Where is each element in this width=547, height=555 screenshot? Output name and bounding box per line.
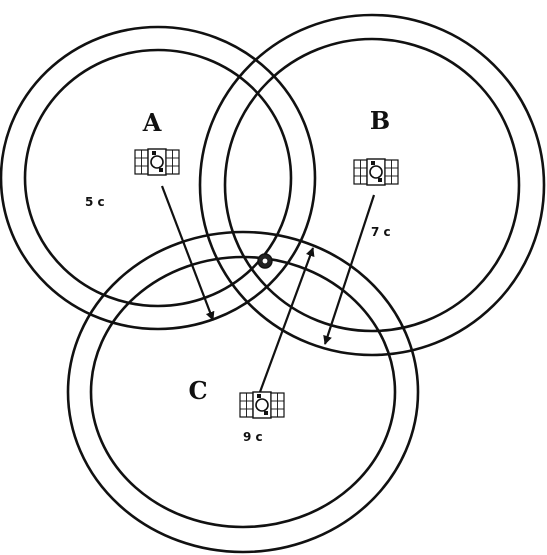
satellite-c-range-arrow bbox=[258, 247, 315, 393]
satellite-c-distance-label: 9 c bbox=[243, 430, 263, 444]
satellite-c-icon bbox=[239, 391, 285, 419]
satellite-b-outer-ring bbox=[198, 13, 546, 357]
receiver-position-marker bbox=[257, 253, 273, 269]
satellite-a-label: A bbox=[142, 108, 162, 137]
satellite-b-icon bbox=[353, 158, 399, 186]
satellite-b-range-arrow bbox=[323, 194, 376, 345]
satellite-b-label: B bbox=[370, 106, 390, 135]
satellite-b-range-rings bbox=[198, 13, 546, 357]
satellite-b-inner-ring bbox=[223, 37, 521, 333]
satellite-c-range-rings bbox=[66, 230, 420, 554]
satellite-a-distance-label: 5 c bbox=[85, 195, 105, 209]
satellite-a-inner-ring bbox=[23, 48, 293, 308]
satellite-c-outer-ring bbox=[66, 230, 420, 554]
satellite-a-outer-ring bbox=[0, 25, 317, 331]
satellite-b-distance-label: 7 c bbox=[371, 225, 391, 239]
satellite-a-range-rings bbox=[0, 25, 317, 331]
satellite-a-icon bbox=[134, 148, 180, 176]
satellite-c-inner-ring bbox=[89, 255, 397, 529]
satellite-c-label: C bbox=[188, 376, 207, 405]
satellite-a-range-arrow bbox=[160, 185, 215, 321]
